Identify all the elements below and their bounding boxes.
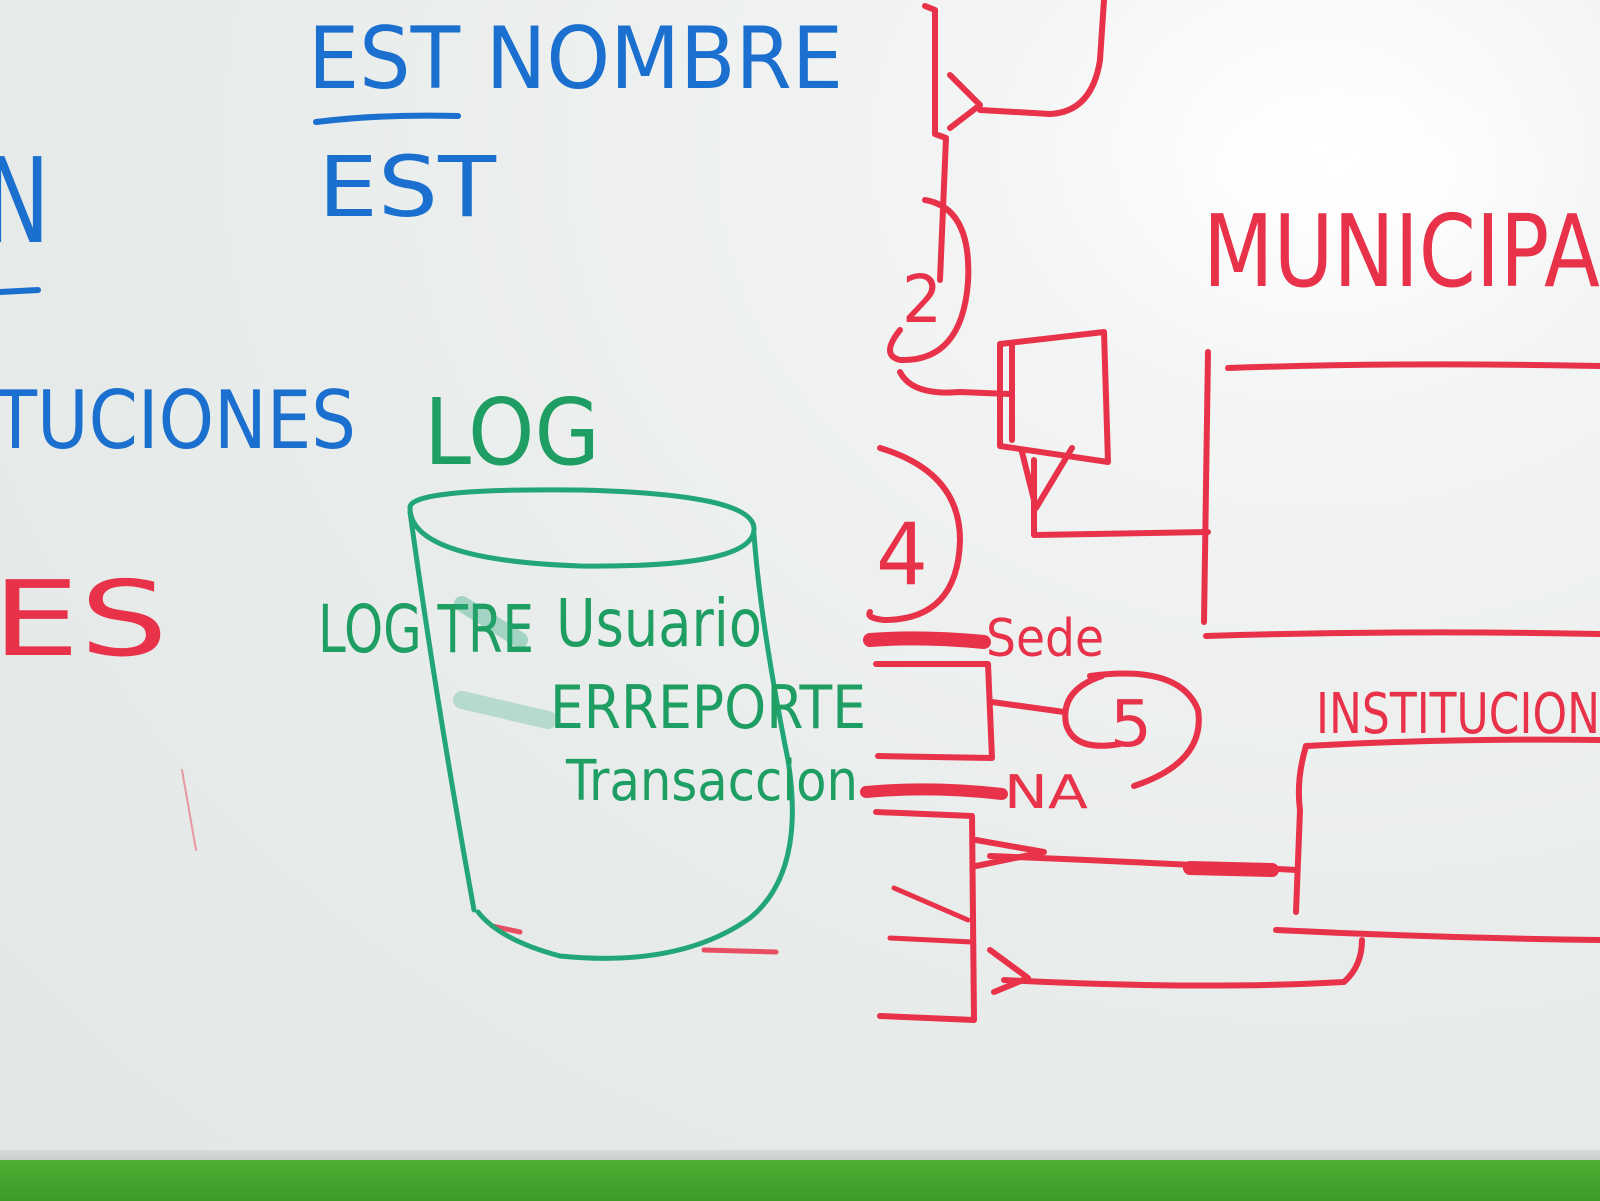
red-arrow	[987, 947, 1031, 995]
red-circle-5-inner	[1062, 673, 1123, 749]
blue-heading-est: EST	[318, 138, 497, 236]
red-stroke	[887, 935, 975, 945]
blue-tuciones: TUCIONES	[0, 374, 356, 467]
red-scribble	[860, 783, 1008, 800]
red-circle-4-label: 4	[876, 505, 928, 605]
red-bracket	[873, 809, 977, 1023]
red-scribble	[863, 631, 991, 649]
red-table-institucion-top	[1303, 736, 1600, 749]
red-circle-2	[887, 197, 972, 364]
red-table-municipio-left	[1201, 349, 1211, 625]
green-col-usuario: Usuario	[556, 585, 762, 662]
green-eraser-smudge	[453, 691, 557, 729]
red-table-institucion-left	[1293, 743, 1309, 915]
blue-stroke	[0, 287, 41, 295]
red-municipa: MUNICIPA	[1203, 193, 1600, 310]
green-cylinder-top	[407, 487, 757, 569]
red-connector	[897, 369, 1013, 397]
red-circle-5-label: 5	[1110, 688, 1152, 762]
red-table-municipio-bottom	[1203, 629, 1600, 639]
red-connector	[989, 699, 1067, 715]
red-arrow	[947, 72, 983, 131]
board-frame	[0, 1150, 1600, 1160]
red-connector	[977, 0, 1107, 117]
green-col-erreporte: ERREPORTE	[550, 673, 866, 743]
green-log-heading: LOG	[424, 379, 600, 486]
red-fragment-es: ES	[0, 558, 168, 680]
light-glare	[1150, 60, 1570, 290]
red-connector	[1031, 457, 1211, 538]
green-eraser-smudge	[454, 596, 528, 648]
green-log-table: LOG TRE	[318, 591, 534, 668]
red-connector	[1001, 937, 1365, 989]
red-scribble	[1183, 861, 1279, 877]
red-table-institucion-bottom	[1273, 927, 1600, 943]
red-arrow	[973, 837, 1047, 869]
red-circle-2-label: 2	[902, 261, 942, 338]
red-table-municipio-top	[1225, 361, 1600, 371]
marker-tray	[0, 1160, 1600, 1201]
blue-fragment-n: N	[0, 132, 50, 270]
green-cylinder-right	[475, 531, 795, 961]
green-cylinder-left	[407, 509, 477, 913]
red-residue	[701, 947, 779, 955]
red-stroke	[891, 885, 971, 923]
red-na: NA	[1004, 765, 1089, 819]
red-institucion: INSTITUCION	[1316, 682, 1600, 747]
red-bracket	[922, 3, 949, 283]
blue-heading-est-nombre: EST NOMBRE	[308, 9, 843, 109]
red-sede: Sede	[986, 609, 1104, 669]
blue-underline	[313, 112, 461, 125]
red-arrow	[1019, 445, 1075, 511]
red-box	[997, 329, 1111, 465]
green-col-transaccion: Transaccion	[565, 749, 858, 814]
red-circle-5	[1087, 670, 1202, 789]
red-residue	[181, 769, 197, 851]
red-bracket	[873, 661, 995, 761]
red-circle-4	[866, 445, 963, 623]
